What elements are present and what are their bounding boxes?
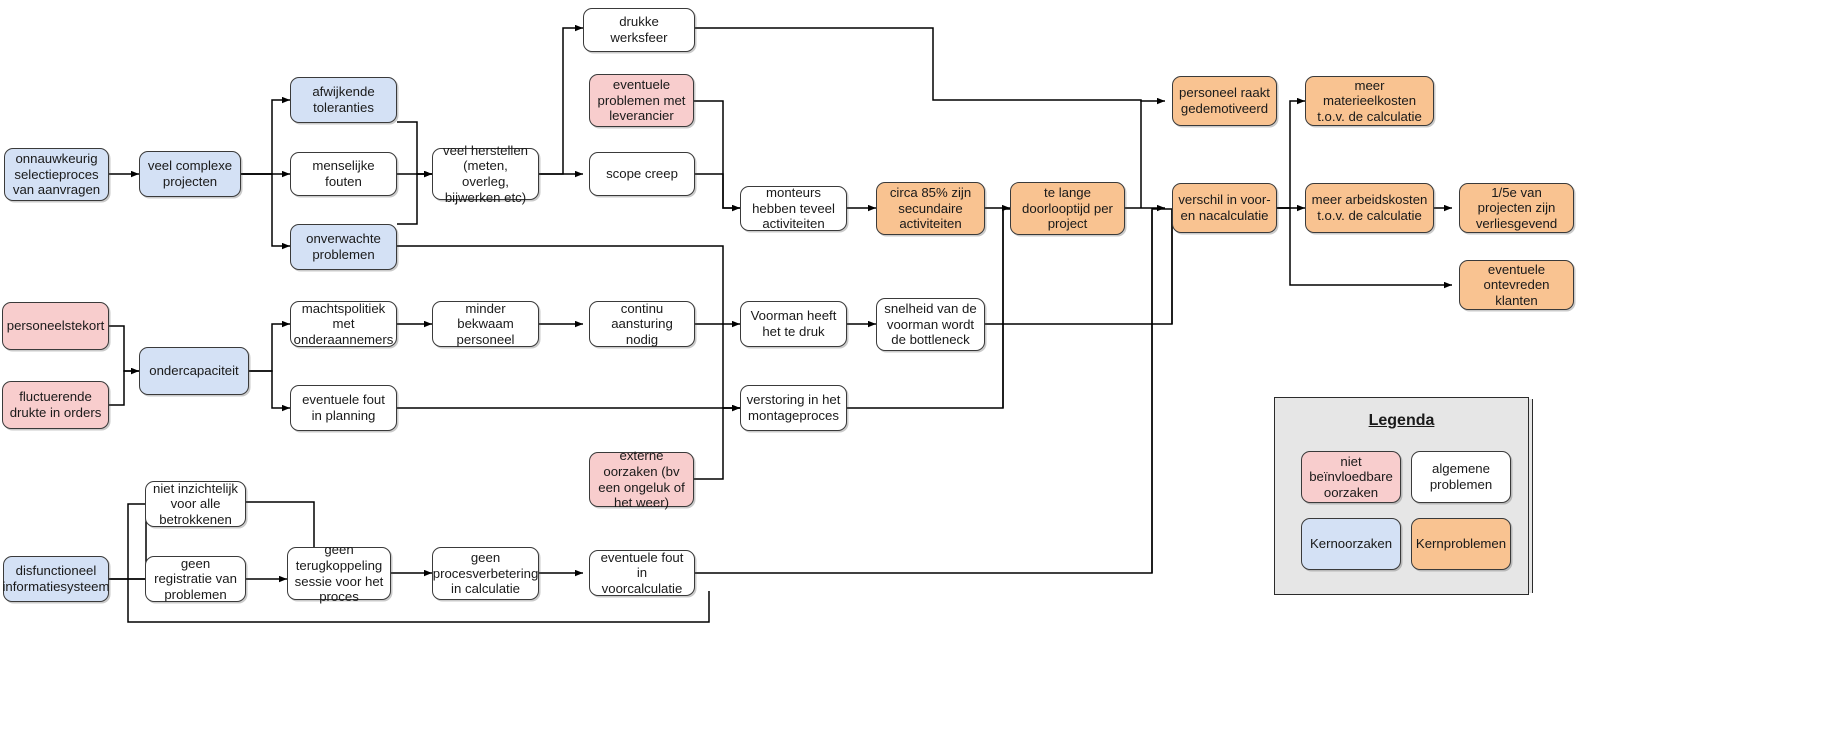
- node-label: scope creep: [606, 166, 678, 182]
- node-menselijke[interactable]: menselijke fouten: [290, 152, 397, 196]
- node-label: personeelstekort: [6, 318, 105, 334]
- node-label: meer materieelkosten t.o.v. de calculati…: [1317, 77, 1422, 124]
- legend-panel: Legenda niet beïnvloedbare oorzaken alge…: [1274, 397, 1529, 595]
- node-arbeidskosten[interactable]: meer arbeidskosten t.o.v. de calculatie: [1305, 183, 1434, 233]
- legend-item-label: niet beïnvloedbare oorzaken: [1309, 453, 1393, 500]
- node-verliesgevend[interactable]: 1/5e van projecten zijn verliesgevend: [1459, 183, 1574, 233]
- node-externeoorzaken[interactable]: externe oorzaken (bv een ongeluk of het …: [589, 448, 694, 510]
- node-disfunctioneel[interactable]: disfunctioneel informatiesysteem: [2, 556, 110, 602]
- node-label: afwijkende toleranties: [312, 84, 375, 115]
- node-personeelraakt[interactable]: personeel raakt gedemotiveerd: [1172, 76, 1277, 126]
- node-verschil[interactable]: verschil in voor- en nacalculatie: [1172, 183, 1277, 233]
- legend-title: Legenda: [1368, 412, 1435, 429]
- edge-ondercapaciteit-machtspolitiek: [249, 320, 290, 372]
- node-minderbekwaam[interactable]: minder bekwaam personeel: [432, 301, 539, 347]
- node-leverancier[interactable]: eventuele problemen met leverancier: [589, 74, 694, 127]
- edge-afwijkende-veelherstellen: [397, 121, 432, 178]
- edge-verschil-materieelkosten: [1277, 97, 1305, 209]
- node-geenproces[interactable]: geen procesverbetering in calculatie: [432, 547, 539, 600]
- edge-veelcomplexe-onverwachte: [241, 173, 290, 250]
- node-drukke[interactable]: drukke werksfeer: [583, 8, 695, 52]
- node-label: niet inzichtelijk voor alle betrokkenen: [152, 480, 239, 527]
- node-label: onverwachte problemen: [306, 231, 381, 262]
- node-geenregistratie[interactable]: geen registratie van problemen: [145, 556, 246, 602]
- legend-item-algemene-problemen[interactable]: algemene problemen: [1411, 451, 1511, 503]
- edge-onverwachte-veelherstellen: [397, 170, 432, 225]
- node-label: veel herstellen (meten, overleg, bijwerk…: [442, 142, 529, 205]
- node-label: circa 85% zijn secundaire activiteiten: [889, 185, 972, 232]
- node-label: veel complexe projecten: [147, 158, 233, 189]
- node-personeelstekort[interactable]: personeelstekort: [2, 302, 109, 350]
- edge-leverancier-monteurs: [694, 100, 740, 212]
- node-afwijkende[interactable]: afwijkende toleranties: [290, 77, 397, 123]
- node-label: geen procesverbetering in calculatie: [432, 550, 539, 597]
- edge-ondercapaciteit-eventuelefout: [249, 370, 290, 412]
- node-label: externe oorzaken (bv een ongeluk of het …: [598, 448, 685, 511]
- node-label: machtspolitiek met onderaannemers: [293, 300, 394, 347]
- node-continu[interactable]: continu aansturing nodig: [589, 301, 695, 347]
- node-label: personeel raakt gedemotiveerd: [1179, 85, 1270, 116]
- edge-scopecreep-monteurs: [695, 173, 740, 212]
- node-label: eventuele problemen met leverancier: [597, 77, 686, 124]
- node-onnauwkeurig[interactable]: onnauwkeurig selectieproces van aanvrage…: [4, 148, 109, 201]
- node-label: geen terugkoppeling sessie voor het proc…: [294, 542, 384, 605]
- node-geenterugkoppeling[interactable]: geen terugkoppeling sessie voor het proc…: [287, 542, 391, 604]
- edge-fluctuerende-ondercapaciteit: [109, 367, 139, 406]
- node-label: eventuele fout in voorcalculatie: [600, 549, 684, 596]
- node-label: snelheid van de voorman wordt de bottlen…: [884, 301, 977, 348]
- node-veelherstellen[interactable]: veel herstellen (meten, overleg, bijwerk…: [432, 143, 539, 205]
- legend-item-kernproblemen[interactable]: Kernproblemen: [1411, 518, 1511, 570]
- node-verstoring[interactable]: verstoring in het montageproces: [740, 385, 847, 431]
- node-label: meer arbeidskosten t.o.v. de calculatie: [1311, 192, 1428, 223]
- edge-externeoorzaken-verstoring: [694, 404, 740, 480]
- node-label: eventuele fout in planning: [302, 392, 385, 423]
- node-label: verschil in voor- en nacalculatie: [1178, 192, 1271, 223]
- node-label: continu aansturing nodig: [611, 300, 673, 347]
- node-eventuelefout[interactable]: eventuele fout in planning: [290, 385, 397, 431]
- node-label: 1/5e van projecten zijn verliesgevend: [1475, 184, 1558, 231]
- node-label: Voorman heeft het te druk: [750, 308, 837, 339]
- node-fluctuerende[interactable]: fluctuerende drukte in orders: [2, 381, 109, 429]
- node-veelcomplexe[interactable]: veel complexe projecten: [139, 151, 241, 197]
- node-label: drukke werksfeer: [610, 14, 668, 45]
- node-label: te lange doorlooptijd per project: [1022, 185, 1113, 232]
- node-ondercapaciteit[interactable]: ondercapaciteit: [139, 347, 249, 395]
- edge-personeelstekort-ondercapaciteit: [109, 325, 139, 375]
- node-telange[interactable]: te lange doorlooptijd per project: [1010, 182, 1125, 235]
- node-machtspolitiek[interactable]: machtspolitiek met onderaannemers: [290, 301, 397, 347]
- node-label: ondercapaciteit: [149, 363, 239, 379]
- legend-item-kernoorzaken[interactable]: Kernoorzaken: [1301, 518, 1401, 570]
- node-nietinzichtelijk[interactable]: niet inzichtelijk voor alle betrokkenen: [145, 481, 246, 527]
- legend-item-label: algemene problemen: [1429, 461, 1493, 492]
- node-label: menselijke fouten: [312, 158, 375, 189]
- node-label: eventuele ontevreden klanten: [1483, 261, 1550, 308]
- legend-item-niet-beinvloedbare-oorzaken[interactable]: niet beïnvloedbare oorzaken: [1301, 451, 1401, 503]
- legend-item-label: Kernproblemen: [1415, 536, 1507, 552]
- legend-item-label: Kernoorzaken: [1309, 536, 1393, 552]
- edge-veelcomplexe-afwijkende: [241, 96, 290, 175]
- edge-veelherstellen-drukke: [539, 24, 583, 175]
- node-label: verstoring in het montageproces: [746, 392, 841, 423]
- node-circa85[interactable]: circa 85% zijn secundaire activiteiten: [876, 182, 985, 235]
- node-onverwachte[interactable]: onverwachte problemen: [290, 224, 397, 270]
- node-label: minder bekwaam personeel: [456, 300, 515, 347]
- node-ontevreden[interactable]: eventuele ontevreden klanten: [1459, 260, 1574, 310]
- node-eventuelefoutvoor[interactable]: eventuele fout in voorcalculatie: [589, 550, 695, 596]
- edge-drukke-personeelraakt: [695, 27, 1165, 105]
- node-scopecreep[interactable]: scope creep: [589, 152, 695, 196]
- node-label: disfunctioneel informatiesysteem: [2, 563, 110, 594]
- node-label: geen registratie van problemen: [154, 555, 237, 602]
- node-snelheid[interactable]: snelheid van de voorman wordt de bottlen…: [876, 298, 985, 351]
- node-label: fluctuerende drukte in orders: [9, 389, 102, 420]
- node-label: onnauwkeurig selectieproces van aanvrage…: [12, 151, 101, 198]
- node-monteurs[interactable]: monteurs hebben teveel activiteiten: [740, 185, 847, 232]
- node-label: monteurs hebben teveel activiteiten: [752, 185, 835, 232]
- node-voorman[interactable]: Voorman heeft het te druk: [740, 301, 847, 347]
- node-materieelkosten[interactable]: meer materieelkosten t.o.v. de calculati…: [1305, 76, 1434, 126]
